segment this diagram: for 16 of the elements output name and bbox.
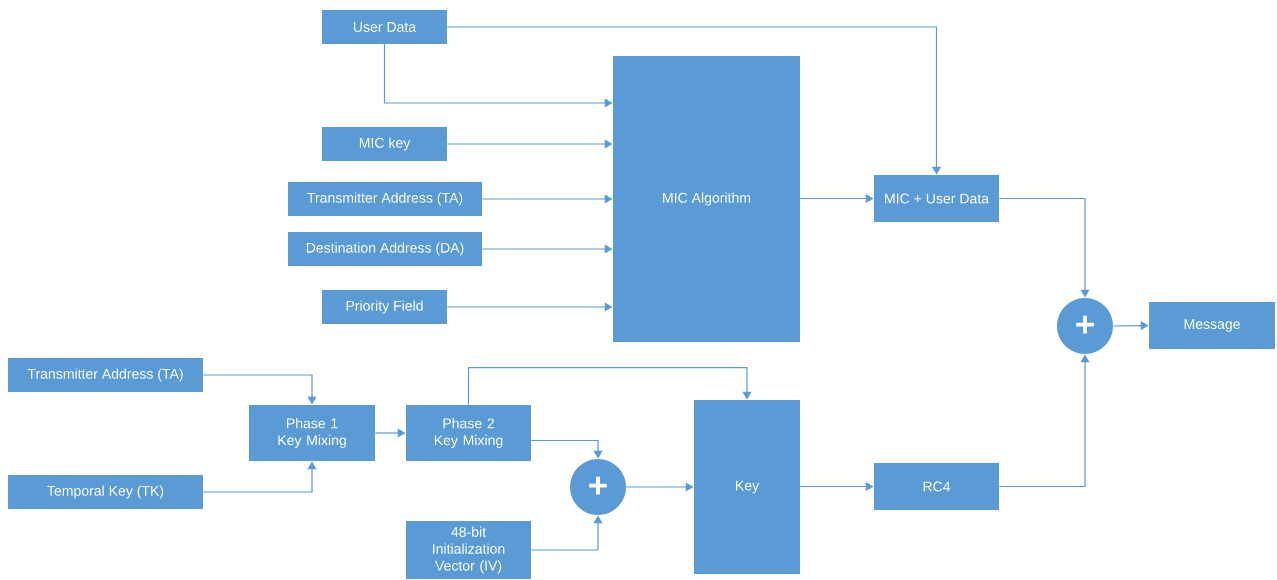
process-box: Phase 2 Key Mixing <box>406 405 531 461</box>
process-box: MIC key <box>322 127 447 161</box>
process-box: Priority Field <box>322 290 447 324</box>
process-box: Phase 1 Key Mixing <box>249 405 375 461</box>
arrow <box>467 367 752 406</box>
process-box: Key <box>694 400 800 574</box>
process-box: User Data <box>322 10 447 44</box>
process-box: MIC + User Data <box>874 175 999 222</box>
process-box: Temporal Key (TK) <box>8 475 203 509</box>
process-box: 48-bit Initialization Vector (IV) <box>406 521 531 579</box>
process-box: MIC Algorithm <box>613 56 800 342</box>
process-box: Transmitter Address (TA) <box>8 358 203 392</box>
process-box: Message <box>1149 302 1275 349</box>
process-box: Transmitter Address (TA) <box>288 182 482 216</box>
process-box: Destination Address (DA) <box>288 232 482 266</box>
process-box: RC4 <box>874 463 999 510</box>
